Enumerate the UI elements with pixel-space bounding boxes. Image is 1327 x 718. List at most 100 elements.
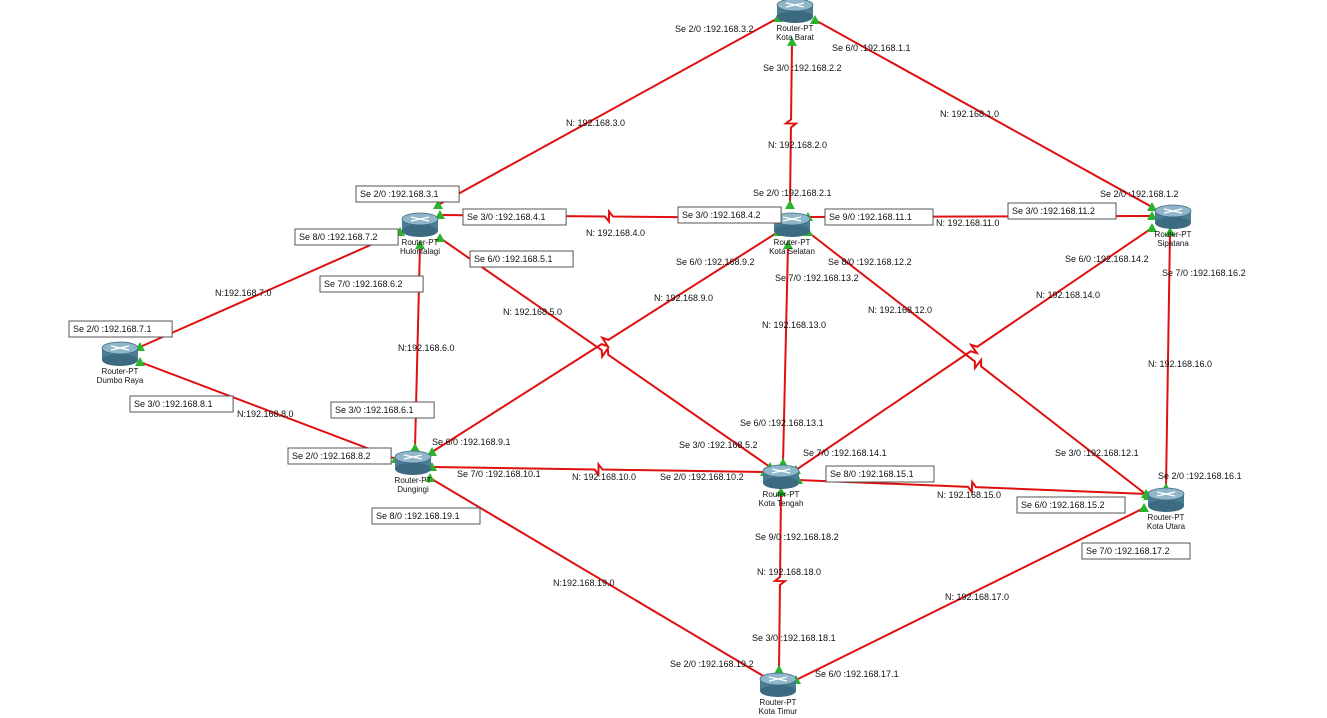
svg-text:Se 2/0 :192.168.2.1: Se 2/0 :192.168.2.1 — [753, 188, 832, 198]
link-hulontalagi-kota-barat[interactable] — [437, 17, 779, 206]
interface-label-box — [371, 507, 481, 525]
network-label: N: 192.168.5.0 — [503, 307, 562, 317]
link-kota-barat-sipatana[interactable] — [814, 19, 1153, 208]
svg-text:Se 3/0 :192.168.5.2: Se 3/0 :192.168.5.2 — [679, 440, 758, 450]
interface-label: Se 8/0 :192.168.19.1 — [371, 507, 481, 525]
svg-text:Se 7/0 :192.168.17.2: Se 7/0 :192.168.17.2 — [1086, 546, 1170, 556]
interface-label: Se 2/0 :192.168.1.2 — [1100, 189, 1179, 199]
interface-label: Se 3/0 :192.168.2.2 — [763, 63, 842, 73]
link-status-up-icon — [774, 665, 784, 674]
link-status-up-icon — [1147, 211, 1157, 220]
interface-label: Se 8/0 :192.168.12.2 — [828, 257, 912, 267]
link-status-up-icon — [433, 200, 443, 209]
interface-label: Se 9/0 :192.168.11.1 — [824, 208, 934, 226]
router-name-label: Kota Selatan — [769, 247, 815, 256]
svg-text:Se 2/0 :192.168.19.2: Se 2/0 :192.168.19.2 — [670, 659, 754, 669]
interface-label-box — [330, 401, 435, 419]
svg-text:Se 2/0 :192.168.10.2: Se 2/0 :192.168.10.2 — [660, 472, 744, 482]
router-icon — [759, 672, 797, 697]
labels-layer: N: 192.168.3.0N: 192.168.2.0N: 192.168.1… — [68, 24, 1246, 679]
interface-label: Se 8/0 :192.168.7.2 — [294, 228, 399, 246]
svg-text:Se 6/0 :192.168.5.1: Se 6/0 :192.168.5.1 — [474, 254, 553, 264]
interface-label: Se 3/0 :192.168.18.1 — [752, 633, 836, 643]
router-name-label: Kota Timur — [759, 707, 798, 716]
link-kota-selatan-kota-tengah[interactable] — [782, 244, 789, 464]
link-hulontalagi-dumbo-raya[interactable] — [139, 231, 401, 348]
link-status-up-icon — [435, 233, 445, 242]
link-status-markers — [135, 13, 1175, 684]
network-label: N: 192.168.4.0 — [586, 228, 645, 238]
link-kota-utara-kota-timur[interactable] — [795, 507, 1145, 681]
interface-label-box — [287, 447, 392, 465]
router-type-label: Router-PT — [1155, 230, 1192, 239]
interface-label-box — [68, 320, 173, 338]
interface-label: Se 3/0 :192.168.4.2 — [677, 206, 782, 224]
router-type-label: Router-PT — [395, 476, 432, 485]
svg-text:Se 6/0 :192.168.17.1: Se 6/0 :192.168.17.1 — [815, 669, 899, 679]
network-label: N: 192.168.16.0 — [1148, 359, 1212, 369]
router-icon — [1147, 487, 1185, 512]
router-name-label: Kota Barat — [776, 33, 815, 42]
link-dungingi-kota-tengah[interactable] — [431, 461, 766, 478]
network-label: N:192.168.6.0 — [398, 343, 455, 353]
interface-label: Se 7/0 :192.168.14.1 — [803, 448, 887, 458]
interface-label-box — [462, 208, 567, 226]
interface-label-box — [129, 395, 234, 413]
svg-text:Se 2/0 :192.168.8.2: Se 2/0 :192.168.8.2 — [292, 451, 371, 461]
svg-text:Se 6/0 :192.168.15.2: Se 6/0 :192.168.15.2 — [1021, 500, 1105, 510]
link-dumbo-raya-dungingi[interactable] — [139, 361, 397, 460]
interface-label-box — [677, 206, 782, 224]
svg-text:Se 3/0 :192.168.4.2: Se 3/0 :192.168.4.2 — [682, 210, 761, 220]
router-icon — [1154, 204, 1192, 229]
interface-label-box — [825, 465, 935, 483]
svg-text:Se 2/0 :192.168.1.2: Se 2/0 :192.168.1.2 — [1100, 189, 1179, 199]
link-kota-selatan-dungingi[interactable] — [431, 231, 779, 453]
svg-text:Se 8/0 :192.168.19.1: Se 8/0 :192.168.19.1 — [376, 511, 460, 521]
link-kota-tengah-kota-timur[interactable] — [772, 491, 788, 671]
interface-label-box — [824, 208, 934, 226]
router-icon — [776, 0, 814, 23]
link-status-up-icon — [1147, 202, 1157, 211]
svg-text:Se 7/0 :192.168.6.2: Se 7/0 :192.168.6.2 — [324, 279, 403, 289]
svg-text:Se 6/0 :192.168.1.1: Se 6/0 :192.168.1.1 — [832, 43, 911, 53]
link-status-up-icon — [783, 240, 793, 249]
network-label: N: 192.168.13.0 — [762, 320, 826, 330]
svg-text:Se 3/0 :192.168.12.1: Se 3/0 :192.168.12.1 — [1055, 448, 1139, 458]
link-hulontalagi-kota-tengah[interactable] — [439, 237, 771, 468]
router-name-label: Kota Utara — [1147, 522, 1186, 531]
link-sipatana-kota-utara[interactable] — [1165, 231, 1171, 489]
link-kota-tengah-kota-utara[interactable] — [797, 479, 1147, 495]
interface-label: Se 2/0 :192.168.3.1 — [355, 185, 460, 203]
svg-text:Se 2/0 :192.168.3.1: Se 2/0 :192.168.3.1 — [360, 189, 439, 199]
svg-text:Se 3/0 :192.168.2.2: Se 3/0 :192.168.2.2 — [763, 63, 842, 73]
network-label: N: 192.168.1.0 — [940, 109, 999, 119]
svg-text:Se 6/0 :192.168.13.1: Se 6/0 :192.168.13.1 — [740, 418, 824, 428]
router-type-label: Router-PT — [1148, 513, 1185, 522]
link-sipatana-kota-tengah[interactable] — [795, 227, 1153, 471]
interface-label-box — [1016, 496, 1126, 514]
svg-text:Se 3/0 :192.168.18.1: Se 3/0 :192.168.18.1 — [752, 633, 836, 643]
router-icon — [401, 212, 439, 237]
link-status-up-icon — [435, 210, 445, 219]
link-status-up-icon — [415, 240, 425, 249]
svg-text:Se 9/0 :192.168.11.1: Se 9/0 :192.168.11.1 — [829, 212, 912, 222]
link-kota-selatan-kota-utara[interactable] — [807, 231, 1149, 497]
interface-label: Se 3/0 :192.168.6.1 — [330, 401, 435, 419]
links-layer — [139, 17, 1171, 681]
link-kota-barat-kota-selatan[interactable] — [783, 41, 799, 206]
link-status-up-icon — [427, 447, 437, 456]
link-dungingi-kota-timur[interactable] — [429, 477, 771, 681]
link-hulontalagi-kota-selatan[interactable] — [439, 208, 779, 225]
interface-label-box — [355, 185, 460, 203]
interface-label: Se 2/0 :192.168.7.1 — [68, 320, 173, 338]
